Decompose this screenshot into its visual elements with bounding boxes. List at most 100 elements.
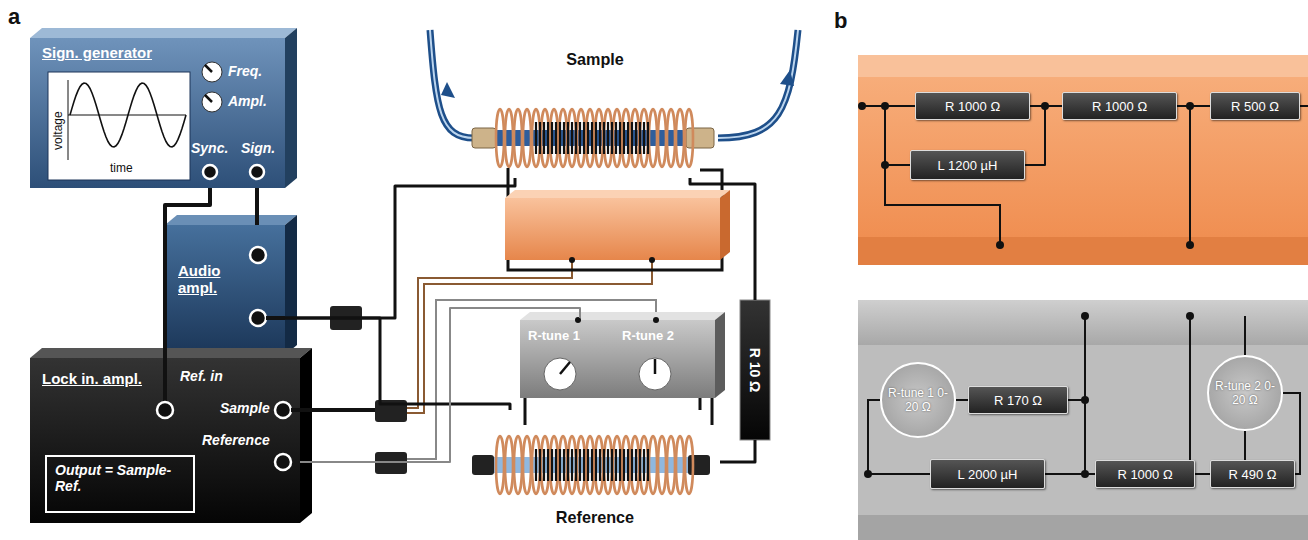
coil-winding [676,109,684,167]
inner-winding [603,449,605,481]
node-text: R 170 Ω [994,393,1042,408]
inner-winding [567,449,569,481]
node-text: R 1000 Ω [945,99,1000,114]
inductor-box: L 2000 µH [930,459,1045,489]
coil-winding [532,109,540,167]
coil-winding [541,109,549,167]
coil-winding [622,109,630,167]
coil-winding [523,109,531,167]
inner-winding [591,122,593,154]
node-text: Output = Sample-Ref. [55,462,189,494]
node-text: Sign. [241,140,275,156]
coil-winding [604,109,612,167]
coil-winding [667,109,675,167]
inner-winding [583,122,585,154]
coil-winding [658,109,666,167]
inner-winding [547,122,549,154]
inner-winding [599,122,601,154]
wire-connector [255,188,259,225]
inner-winding [535,449,537,481]
device-box: Sign. generatorFreq.Ampl.voltagetimeSync… [30,38,285,188]
wire-connector [1244,431,1246,460]
coil-winding [595,436,603,494]
device-box: Lock in. ampl.Ref. inSampleReferenceOutp… [30,358,300,523]
coil-winding [676,436,684,494]
coil-winding [496,436,504,494]
coil-winding [586,109,594,167]
wire-connector [1177,105,1210,107]
resistor-box: R 490 Ω [1210,460,1295,488]
coil-winding [514,436,522,494]
node-text: Reference [470,508,720,527]
node-text: Ref. in [180,368,223,384]
inner-winding [639,122,641,154]
inner-winding [567,122,569,154]
coil-winding [649,109,657,167]
panel-letter: b [834,8,847,34]
inner-winding [583,449,585,481]
inner-winding [551,122,553,154]
node-text: R-tune 2 0-20 Ω [1214,379,1276,407]
node-text: Freq. [228,63,262,79]
coil-label-box: Sample [470,48,720,178]
inner-winding [607,122,609,154]
wire-connector [1025,106,1062,165]
trimmer-circle: R-tune 2 0-20 Ω [1207,355,1283,431]
coil-winding [541,436,549,494]
inner-winding [639,449,641,481]
inner-winding [615,449,617,481]
inner-winding [623,449,625,481]
wire-connector [690,178,755,300]
coil-winding [613,109,621,167]
reference-coil [472,436,710,494]
node-text: R 1000 Ω [1117,467,1172,482]
node-text: time [110,161,133,175]
coil-winding [568,109,576,167]
wire-connector [720,440,755,462]
inner-winding [547,449,549,481]
coil-winding [550,436,558,494]
coil-winding [505,109,513,167]
coil-winding [559,109,567,167]
coil-winding [586,436,594,494]
node-text: Audio ampl. [178,262,248,296]
inner-winding [631,449,633,481]
inner-winding [575,122,577,154]
wire-connector [300,308,580,462]
inner-winding [619,449,621,481]
inner-winding [539,449,541,481]
inner-winding [619,122,621,154]
wire-connector [1045,473,1095,475]
node-text: R 490 Ω [1228,467,1276,482]
inner-winding [535,122,537,154]
coil-winding [559,436,567,494]
coil-winding [640,109,648,167]
node-text: R-tune 2 [622,328,674,343]
node-text: R-tune 1 [528,328,580,343]
trimmer-circle: R-tune 1 0-20 Ω [880,362,956,438]
inner-winding [635,449,637,481]
node-text: L 2000 µH [958,467,1018,482]
inner-winding [623,122,625,154]
inner-winding [627,449,629,481]
inner-winding [575,449,577,481]
inner-winding [555,449,557,481]
wire-connector [285,318,510,410]
coil-winding [550,109,558,167]
inner-winding [643,122,645,154]
sample-network-box [505,190,730,263]
sample-coil [472,109,714,167]
resistor-box: R 170 Ω [968,386,1068,414]
node-text: Sample [220,400,270,416]
coil-winding [667,436,675,494]
reference-network-box [520,312,725,398]
inner-winding [563,122,565,154]
coil-winding [514,109,522,167]
inner-winding [635,122,637,154]
inner-winding [603,122,605,154]
node-text: Lock in. ampl. [42,370,142,387]
inner-winding [631,122,633,154]
resistor-symbol: R 10 Ω [740,300,770,440]
device-box: Audio ampl. [165,225,285,355]
wire-connector [699,398,702,410]
